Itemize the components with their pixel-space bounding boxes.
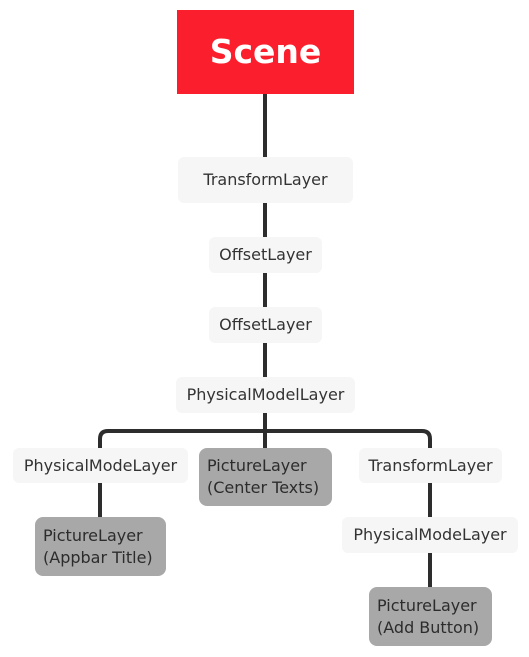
picture-layer-center-texts-node: PictureLayer (Center Texts) [199, 448, 332, 506]
picture-layer-appbar-title-node: PictureLayer (Appbar Title) [35, 517, 166, 576]
scene-node: Scene [177, 10, 354, 94]
picture-layer-add-button-node: PictureLayer (Add Button) [369, 587, 492, 646]
transform-layer-right-node: TransformLayer [359, 448, 502, 483]
picture-layer-add-button-line2: (Add Button) [377, 617, 480, 637]
picture-layer-center-line2: (Center Texts) [207, 478, 320, 497]
picture-layer-add-button-line1: PictureLayer [377, 595, 477, 615]
offset-layer-1-node: OffsetLayer [209, 237, 322, 273]
transform-layer-top-node: TransformLayer [178, 157, 353, 203]
offset-layer-2-node: OffsetLayer [209, 307, 322, 343]
picture-layer-center-line1: PictureLayer [207, 456, 307, 475]
physical-mode-layer-right-node: PhysicalModeLayer [342, 517, 518, 553]
edge-branch-right [263, 429, 432, 450]
picture-layer-appbar-line1: PictureLayer [43, 525, 143, 545]
physical-mode-layer-left-node: PhysicalModeLayer [13, 448, 188, 483]
edge-branch-left [98, 429, 267, 450]
picture-layer-appbar-line2: (Appbar Title) [43, 547, 153, 567]
physical-model-layer-node: PhysicalModelLayer [176, 377, 355, 413]
